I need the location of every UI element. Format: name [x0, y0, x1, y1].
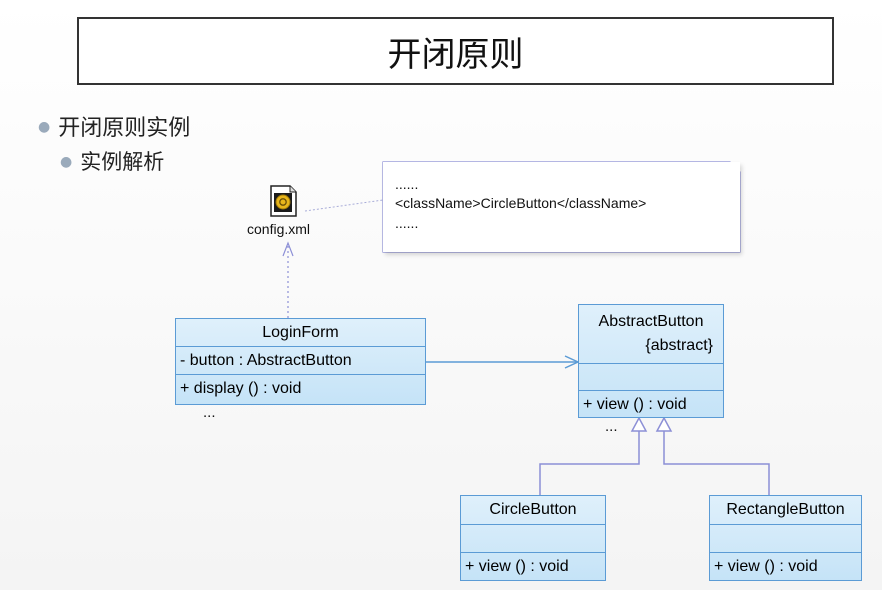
- class-name: RectangleButton: [726, 501, 845, 518]
- note-line-2: <className>CircleButton</className>: [395, 195, 647, 211]
- config-file-label: config.xml: [247, 221, 311, 237]
- class-operation: + display () : void: [176, 374, 425, 403]
- circle-generalization-arrowhead: [630, 416, 648, 432]
- bullet-level1: ● 开闭原则实例: [38, 110, 190, 142]
- bullet-dot-icon: ●: [38, 119, 51, 135]
- class-name: CircleButton: [489, 501, 577, 518]
- class-name: AbstractButton: [598, 313, 704, 330]
- class-login-form: LoginForm - button : AbstractButton + di…: [175, 318, 426, 405]
- bullet-level2-text: 实例解析: [80, 150, 165, 174]
- class-abstract-button: AbstractButton {abstract} + view () : vo…: [578, 304, 724, 418]
- bullet-dot-icon: ●: [60, 153, 73, 170]
- abstract-button-ellipsis: ...: [605, 418, 618, 435]
- class-rectangle-button: RectangleButton + view () : void: [709, 495, 862, 581]
- config-dependency-arrowhead: [282, 241, 294, 257]
- note-line-1: ......: [395, 176, 419, 192]
- class-stereotype: {abstract}: [645, 337, 713, 354]
- rectangle-generalization-arrowhead: [655, 416, 673, 432]
- bullet-level1-text: 开闭原则实例: [58, 116, 191, 141]
- class-circle-button: CircleButton + view () : void: [460, 495, 606, 581]
- bullet-level2: ● 实例解析: [60, 146, 164, 176]
- rectangle-generalization-line: [663, 431, 770, 495]
- class-attributes-empty: [579, 363, 723, 390]
- class-attribute: - button : AbstractButton: [176, 346, 425, 374]
- class-operation: + view () : void: [461, 552, 605, 581]
- note-line-3: ......: [395, 215, 419, 231]
- circle-generalization-line: [539, 431, 640, 495]
- class-name: LoginForm: [262, 324, 339, 341]
- class-operation: + view () : void: [710, 552, 861, 581]
- slide-title: 开闭原则: [77, 17, 834, 85]
- login-form-ellipsis: ...: [203, 404, 216, 421]
- class-operation: + view () : void: [579, 390, 723, 419]
- class-attributes-empty: [710, 524, 861, 552]
- class-header: AbstractButton {abstract}: [579, 305, 723, 363]
- config-note: ...... <className>CircleButton</classNam…: [383, 162, 740, 252]
- xml-file-icon: [270, 185, 297, 217]
- class-attributes-empty: [461, 524, 605, 552]
- note-anchor-line: [304, 199, 384, 212]
